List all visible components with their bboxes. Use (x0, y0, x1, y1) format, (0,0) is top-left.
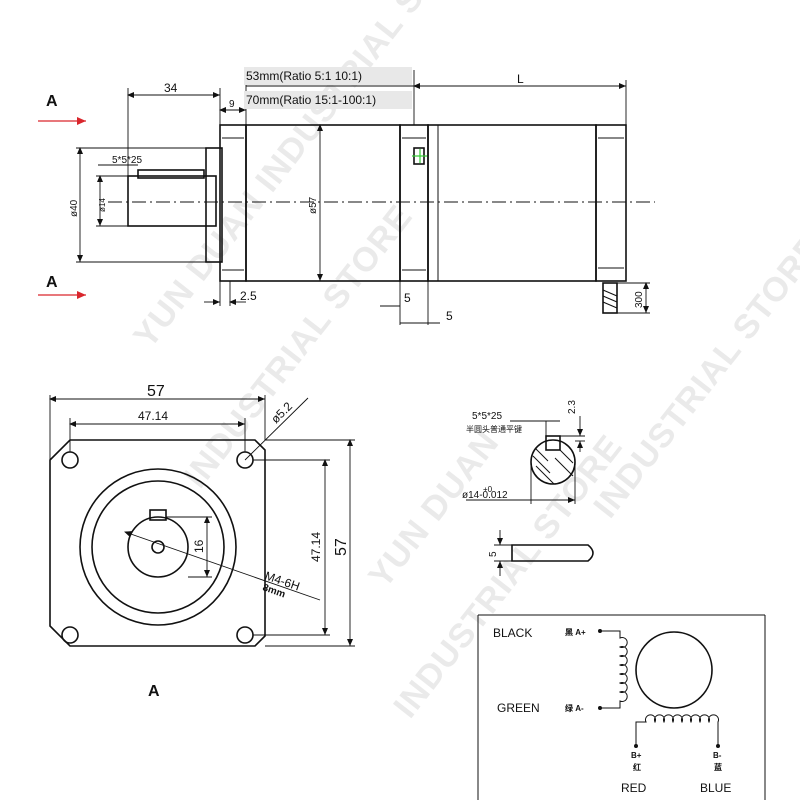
shaft-key (137, 169, 205, 179)
gearbox-length-1: 53mm(Ratio 5:1 10:1) (246, 69, 362, 83)
watermark: YUN DUAN INDUSTRIAL STORE INDUSTRIAL STO… (126, 0, 800, 725)
dim-motor-length: L (517, 72, 524, 86)
tol-upper: +0 (483, 485, 493, 494)
dim-gap-1: 5 (404, 291, 411, 305)
front-view: 57 47.14 ø5.2 47.14 57 16 M4-6H 8mm A (49, 383, 355, 700)
wire-b-minus-code: B- (713, 751, 722, 760)
shaft-section (530, 439, 576, 485)
view-marker-bottom: A (46, 274, 58, 291)
dim-flange-thickness: 2.5 (240, 289, 257, 303)
stepper-motor-body (427, 124, 597, 282)
section-key (545, 435, 561, 451)
shaft-end (127, 516, 189, 578)
wire-a-minus: GREEN (497, 701, 540, 715)
shaft-detail: 5*5*25 半圆头普通平键 2.3 +0 ø14-0.012 5 (462, 400, 594, 576)
key-height: 5 (488, 551, 499, 557)
view-marker-top: A (46, 93, 58, 110)
pilot-boss (205, 147, 223, 263)
rotor-circle (635, 631, 713, 709)
wire-b-plus: RED (621, 781, 647, 795)
gearbox-length-callout-2 (244, 91, 412, 109)
wire-b-minus: BLUE (700, 781, 731, 795)
coil-a (600, 630, 628, 709)
output-shaft (127, 175, 217, 227)
key-label: 5*5*25 (472, 411, 502, 422)
key-side-view (511, 544, 594, 562)
watermark-text: YUN DUAN (361, 424, 506, 595)
wire-b-minus-cn: 蓝 (714, 762, 722, 772)
terminal-b-minus (716, 744, 720, 748)
mount-hole (61, 626, 79, 644)
outer-boss (79, 468, 237, 626)
wire-a-plus: BLACK (493, 626, 532, 640)
terminal-b-plus (634, 744, 638, 748)
key-depth: 2.3 (567, 400, 578, 414)
wiring-diagram: BLACK 黑 A+ GREEN 绿 A- B+ 红 B- 蓝 RED BLUE (477, 614, 766, 800)
mount-hole (61, 451, 79, 469)
dim-width: 57 (147, 383, 165, 400)
dim-key: 5*5*25 (112, 155, 142, 166)
dim-shaft-flat: 16 (192, 539, 206, 553)
watermark-text: INDUSTRIAL STORE (386, 428, 630, 725)
dim-lead: 300 (634, 291, 645, 308)
side-view: A A (38, 67, 655, 325)
wire-a-plus-code: 黑 A+ (565, 627, 586, 637)
inner-boss (91, 480, 225, 614)
lead-wire (602, 282, 618, 314)
dim-flange-gap: 9 (229, 99, 235, 110)
dim-hole-spacing-h: 47.14 (138, 409, 168, 423)
view-label: A (148, 683, 160, 700)
dim-gear-dia: ø57 (308, 196, 319, 214)
shaft-keyway (149, 509, 167, 521)
mount-hole (236, 626, 254, 644)
dim-shaft-length: 34 (164, 81, 178, 95)
dim-hole-spacing-v: 47.14 (309, 532, 323, 562)
gearbox-length-callout-1 (244, 67, 412, 85)
dim-shaft-dia: ø14 (98, 198, 107, 212)
coil-b (635, 714, 719, 745)
wire-b-plus-cn: 红 (633, 762, 641, 772)
dim-body-dia: ø40 (69, 199, 80, 217)
dim-height: 57 (333, 538, 350, 556)
front-flange-outline (49, 439, 266, 647)
dim-gap-2: 5 (446, 309, 453, 323)
gearbox-length-2: 70mm(Ratio 15:1-100:1) (246, 93, 376, 107)
wire-b-plus-code: B+ (631, 751, 642, 760)
motor-end-cap (595, 124, 627, 282)
watermark-text: INDUSTRIAL STORE (586, 228, 800, 525)
center-thread-hole (151, 540, 165, 554)
shaft-tolerance: ø14-0.012 (462, 490, 508, 501)
key-note: 半圆头普通平键 (466, 424, 522, 434)
wire-a-minus-code: 绿 A- (565, 703, 584, 713)
